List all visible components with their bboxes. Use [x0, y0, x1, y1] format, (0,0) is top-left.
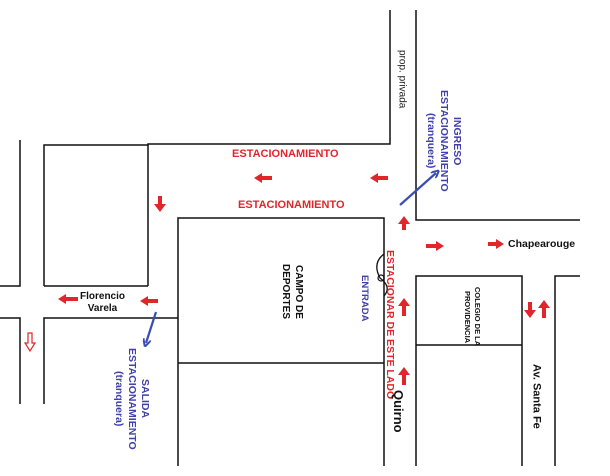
- label-salida-line1: SALIDA: [139, 379, 151, 419]
- hollow-down-arrow-icon: [23, 332, 37, 353]
- label-colegio-line2: PROVIDENCIA: [463, 290, 472, 343]
- label-prop-privada: prop. privada: [396, 50, 408, 109]
- arrow-icon-right-chapearouge-1: [426, 241, 444, 251]
- arrow-icon-down-santa-fe: [524, 302, 536, 318]
- arrow-icon-left-florencio-2: [140, 296, 158, 306]
- street-line-florencio-lower: [43, 317, 178, 404]
- label-ingreso-line2: ESTACIONAMIENTO: [438, 90, 450, 192]
- label-colegio-line1: COLEGIO DE LA: [473, 287, 482, 347]
- arrow-icon-up-quirno-2: [398, 367, 410, 385]
- arrow-icon-left-florencio-1: [58, 294, 78, 304]
- gate-icon-knob: [377, 274, 385, 282]
- label-estacionamiento-top: ESTACIONAMIENTO: [232, 148, 339, 160]
- label-street-quirno: Quirno: [390, 390, 406, 433]
- label-campo-line1: CAMPO DE: [293, 264, 304, 319]
- label-estacionar-de-este-lado: ESTACIONAR DE ESTE LADO: [384, 250, 397, 400]
- label-florencio-line1: Florencio: [80, 291, 126, 302]
- label-street-florencio-varela: Florencio Varela: [80, 291, 125, 315]
- arrow-icon-right-chapearouge-2: [488, 239, 504, 249]
- label-salida-estacionamiento: SALIDA ESTACIONAMIENTO (tranquera): [112, 348, 151, 450]
- label-salida-line3: (tranquera): [113, 371, 125, 427]
- arrow-icon-left-estacionamiento-2: [370, 173, 388, 183]
- label-salida-line2: ESTACIONAMIENTO: [126, 348, 138, 450]
- street-line-left-vertical: [0, 140, 21, 287]
- street-line-santa-fe-right: [554, 275, 580, 466]
- label-campo-line2: DEPORTES: [280, 264, 291, 320]
- label-campo-de-deportes: CAMPO DE DEPORTES: [279, 264, 305, 319]
- arrow-icon-up-quirno-1: [398, 298, 410, 316]
- street-line-campo-block: [177, 217, 385, 466]
- label-estacionamiento-mid: ESTACIONAMIENTO: [238, 199, 345, 211]
- label-ingreso-line1: INGRESO: [451, 116, 463, 166]
- blue-arrow-icon-ingreso: [399, 173, 436, 206]
- blue-arrow-icon-salida: [146, 311, 158, 343]
- label-ingreso-line3: (tranquera): [425, 113, 437, 169]
- street-line-right-upper: [415, 10, 580, 221]
- street-line-top-block: [43, 10, 391, 286]
- arrow-icon-up-entrance: [398, 216, 410, 230]
- arrow-icon-down-top-block: [154, 196, 166, 212]
- street-line-colegio-block: [415, 275, 523, 466]
- street-lines: [0, 10, 580, 466]
- label-colegio-de-la-providencia: COLEGIO DE LA PROVIDENCIA: [462, 287, 482, 346]
- label-street-chapearouge: Chapearouge: [508, 238, 576, 250]
- gate-icon: [376, 253, 388, 297]
- arrow-icon-up-santa-fe: [538, 300, 550, 318]
- traffic-arrows: [58, 173, 550, 385]
- label-florencio-line2: Varela: [87, 303, 118, 314]
- arrow-icon-left-estacionamiento-1: [254, 173, 272, 183]
- label-ingreso-estacionamiento: INGRESO ESTACIONAMIENTO (tranquera): [424, 90, 463, 192]
- label-street-av-santa-fe: Av. Santa Fe: [530, 364, 543, 429]
- label-entrada: ENTRADA: [358, 275, 370, 322]
- street-line-left-lower: [0, 317, 21, 404]
